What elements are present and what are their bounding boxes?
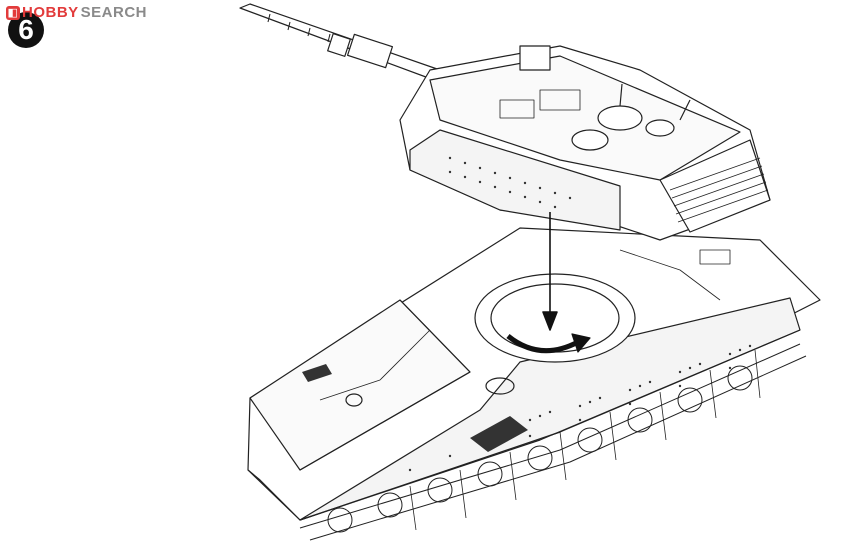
watermark: ◧ HOBBY SEARCH	[6, 4, 147, 21]
step-number: 6	[18, 14, 34, 45]
hull-drawing	[247, 227, 821, 541]
turret-side-rivets	[448, 156, 572, 209]
hobby-search-logo-icon: ◧	[6, 5, 20, 20]
watermark-logo-text: HOBBY	[22, 4, 79, 21]
skirt-rivets	[408, 344, 752, 472]
bustle-rack	[669, 157, 769, 223]
engine-grilles	[302, 364, 528, 452]
watermark-word: SEARCH	[80, 4, 148, 21]
step-number-badge: 6	[8, 12, 44, 48]
track-wheels	[299, 343, 807, 541]
turret-drawing	[239, 3, 771, 241]
rotate-arrow-icon	[506, 333, 591, 354]
insert-arrow	[542, 212, 558, 331]
